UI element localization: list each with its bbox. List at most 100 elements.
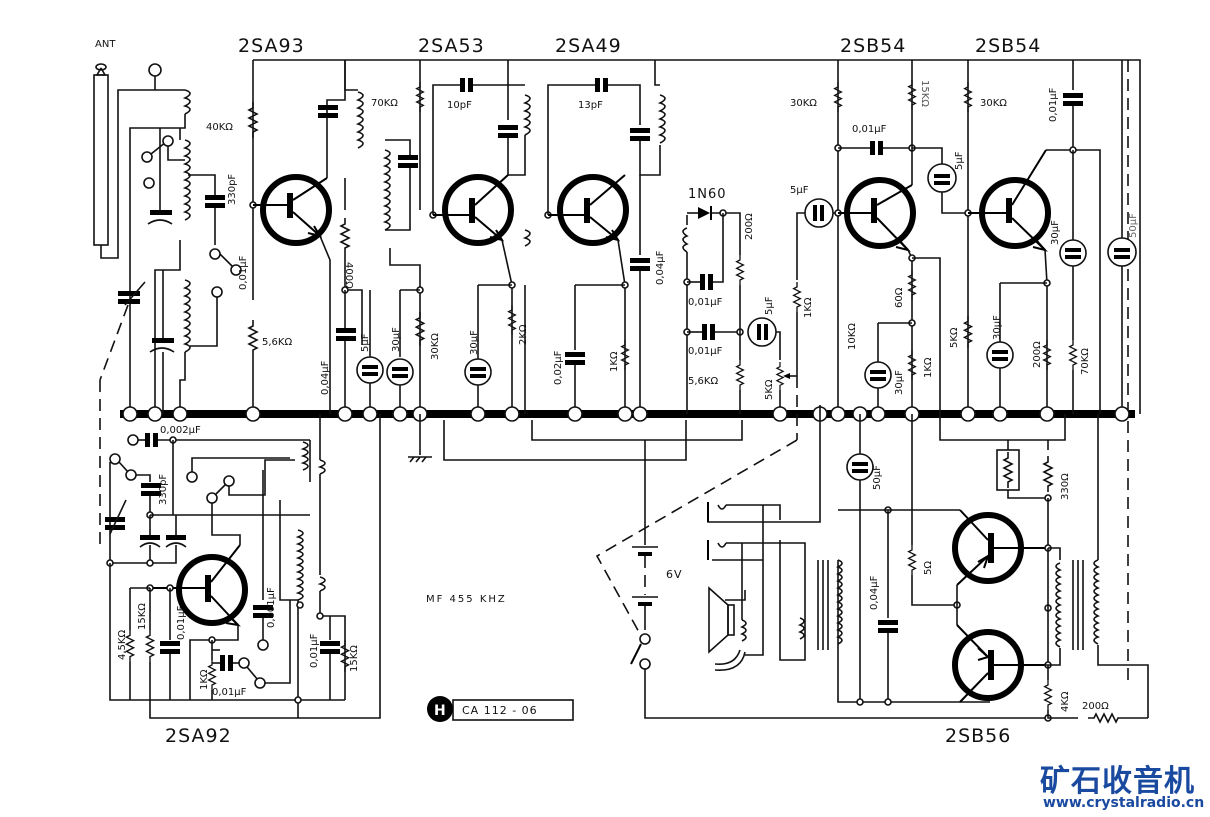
svg-text:200Ω: 200Ω bbox=[1032, 341, 1043, 368]
ant-terminal bbox=[148, 63, 162, 77]
watermark-url: www.crystalradio.cn bbox=[1043, 795, 1205, 811]
rf-stage bbox=[248, 60, 384, 414]
svg-text:0,01μF: 0,01μF bbox=[1048, 87, 1059, 122]
svg-text:30μF: 30μF bbox=[1050, 220, 1061, 245]
svg-text:40KΩ: 40KΩ bbox=[206, 122, 233, 133]
svg-text:5Ω: 5Ω bbox=[923, 561, 934, 575]
svg-text:30μF: 30μF bbox=[894, 370, 905, 395]
svg-text:0,01μF: 0,01μF bbox=[688, 346, 723, 357]
svg-text:30KΩ: 30KΩ bbox=[790, 98, 817, 109]
svg-text:1KΩ: 1KΩ bbox=[609, 351, 620, 372]
svg-text:5KΩ: 5KΩ bbox=[949, 327, 960, 348]
transistor-2sa53 bbox=[442, 174, 514, 246]
svg-text:400Ω: 400Ω bbox=[343, 262, 354, 289]
svg-text:70KΩ: 70KΩ bbox=[1080, 348, 1091, 375]
svg-text:0,01μF: 0,01μF bbox=[176, 605, 187, 640]
speaker-section bbox=[707, 405, 843, 671]
svg-text:0,002μF: 0,002μF bbox=[160, 425, 201, 436]
drawing-ref: CA 112 - 06 bbox=[462, 704, 538, 717]
transistor-2sa93 bbox=[260, 174, 332, 246]
svg-text:50μF: 50μF bbox=[1128, 213, 1139, 238]
svg-text:0,04μF: 0,04μF bbox=[655, 250, 666, 285]
svg-text:0,01μF: 0,01μF bbox=[688, 297, 723, 308]
transistor-2sa92 bbox=[176, 554, 248, 626]
if-transformer-2 bbox=[657, 94, 666, 144]
svg-text:13pF: 13pF bbox=[578, 100, 603, 111]
svg-text:0,04μF: 0,04μF bbox=[869, 575, 880, 610]
ferrite-antenna bbox=[93, 74, 109, 246]
svg-text:70KΩ: 70KΩ bbox=[371, 98, 398, 109]
svg-text:5μF: 5μF bbox=[954, 151, 965, 170]
svg-text:330pF: 330pF bbox=[158, 474, 169, 505]
svg-text:5,6KΩ: 5,6KΩ bbox=[262, 337, 292, 348]
svg-text:0,001μF: 0,001μF bbox=[266, 587, 277, 628]
svg-text:5μF: 5μF bbox=[360, 333, 371, 352]
svg-text:15KΩ: 15KΩ bbox=[349, 645, 360, 672]
svg-text:30μF: 30μF bbox=[469, 330, 480, 355]
af1-stage bbox=[792, 60, 968, 414]
svg-text:30KΩ: 30KΩ bbox=[980, 98, 1007, 109]
svg-text:1KΩ: 1KΩ bbox=[199, 669, 210, 690]
svg-text:0,01μF: 0,01μF bbox=[212, 687, 247, 698]
osc-coil-upper bbox=[182, 279, 191, 353]
svg-text:0,04μF: 0,04μF bbox=[320, 360, 331, 395]
output-stage bbox=[837, 414, 1149, 723]
label-2sa93: 2SA93 bbox=[238, 35, 305, 57]
volume-pot bbox=[776, 361, 784, 391]
output-transformer-secondary bbox=[1093, 559, 1100, 645]
label-1n60: 1N60 bbox=[688, 187, 727, 202]
speaker-icon bbox=[708, 586, 729, 654]
antenna-label: ANT bbox=[95, 39, 116, 50]
battery-switch bbox=[595, 439, 1045, 719]
svg-text:4,5KΩ: 4,5KΩ bbox=[117, 630, 128, 660]
svg-text:1KΩ: 1KΩ bbox=[803, 297, 814, 318]
svg-text:30KΩ: 30KΩ bbox=[430, 333, 441, 360]
antenna-section bbox=[93, 63, 242, 550]
antenna-coil bbox=[182, 139, 191, 221]
svg-text:0,01μF: 0,01μF bbox=[852, 124, 887, 135]
svg-text:0,01μF: 0,01μF bbox=[309, 633, 320, 668]
svg-text:10pF: 10pF bbox=[447, 100, 472, 111]
detector-stage bbox=[682, 206, 798, 440]
label-2sa53: 2SA53 bbox=[418, 35, 485, 57]
svg-text:5μF: 5μF bbox=[764, 296, 775, 315]
svg-text:330pF: 330pF bbox=[227, 174, 238, 205]
svg-text:60Ω: 60Ω bbox=[894, 287, 905, 308]
diode-1n60 bbox=[698, 207, 710, 219]
svg-text:30μF: 30μF bbox=[391, 327, 402, 352]
af2-stage bbox=[963, 60, 1137, 414]
supply-rail bbox=[253, 59, 1141, 414]
drawing-ref-box: H CA 112 - 06 bbox=[427, 696, 574, 722]
svg-text:0,01μF: 0,01μF bbox=[238, 255, 249, 290]
svg-text:0,02μF: 0,02μF bbox=[553, 350, 564, 385]
svg-text:30μF: 30μF bbox=[992, 315, 1003, 340]
svg-text:50μF: 50μF bbox=[872, 465, 883, 490]
bus-nodes bbox=[122, 406, 1130, 422]
transistor-2sa49 bbox=[557, 174, 629, 246]
battery-label: 6V bbox=[666, 568, 683, 581]
svg-text:4KΩ: 4KΩ bbox=[1060, 691, 1071, 712]
manufacturer-logo-icon bbox=[427, 696, 453, 722]
if2-stage bbox=[544, 60, 666, 414]
oscillator-coil bbox=[295, 529, 304, 601]
svg-text:200Ω: 200Ω bbox=[744, 213, 755, 240]
if1-stage bbox=[382, 60, 531, 414]
svg-text:5μF: 5μF bbox=[790, 185, 809, 196]
if-transformer-1 bbox=[382, 149, 391, 231]
label-2sa92: 2SA92 bbox=[165, 725, 232, 747]
coupling-cap bbox=[747, 317, 777, 347]
svg-text:5KΩ: 5KΩ bbox=[764, 379, 775, 400]
svg-text:5,6KΩ: 5,6KΩ bbox=[688, 376, 718, 387]
elec-cap bbox=[356, 356, 384, 384]
rf-coil bbox=[355, 91, 364, 149]
if-frequency-label: MF 455 KHZ bbox=[426, 594, 507, 605]
watermark-name: 矿石收音机 bbox=[1040, 764, 1195, 799]
label-2sb54-2: 2SB54 bbox=[975, 35, 1041, 57]
svg-text:1KΩ: 1KΩ bbox=[923, 357, 934, 378]
svg-text:15KΩ: 15KΩ bbox=[137, 603, 148, 630]
svg-text:H: H bbox=[434, 703, 446, 719]
label-2sb56: 2SB56 bbox=[945, 725, 1011, 747]
converter-stage bbox=[105, 414, 381, 719]
label-2sb54-1: 2SB54 bbox=[840, 35, 906, 57]
